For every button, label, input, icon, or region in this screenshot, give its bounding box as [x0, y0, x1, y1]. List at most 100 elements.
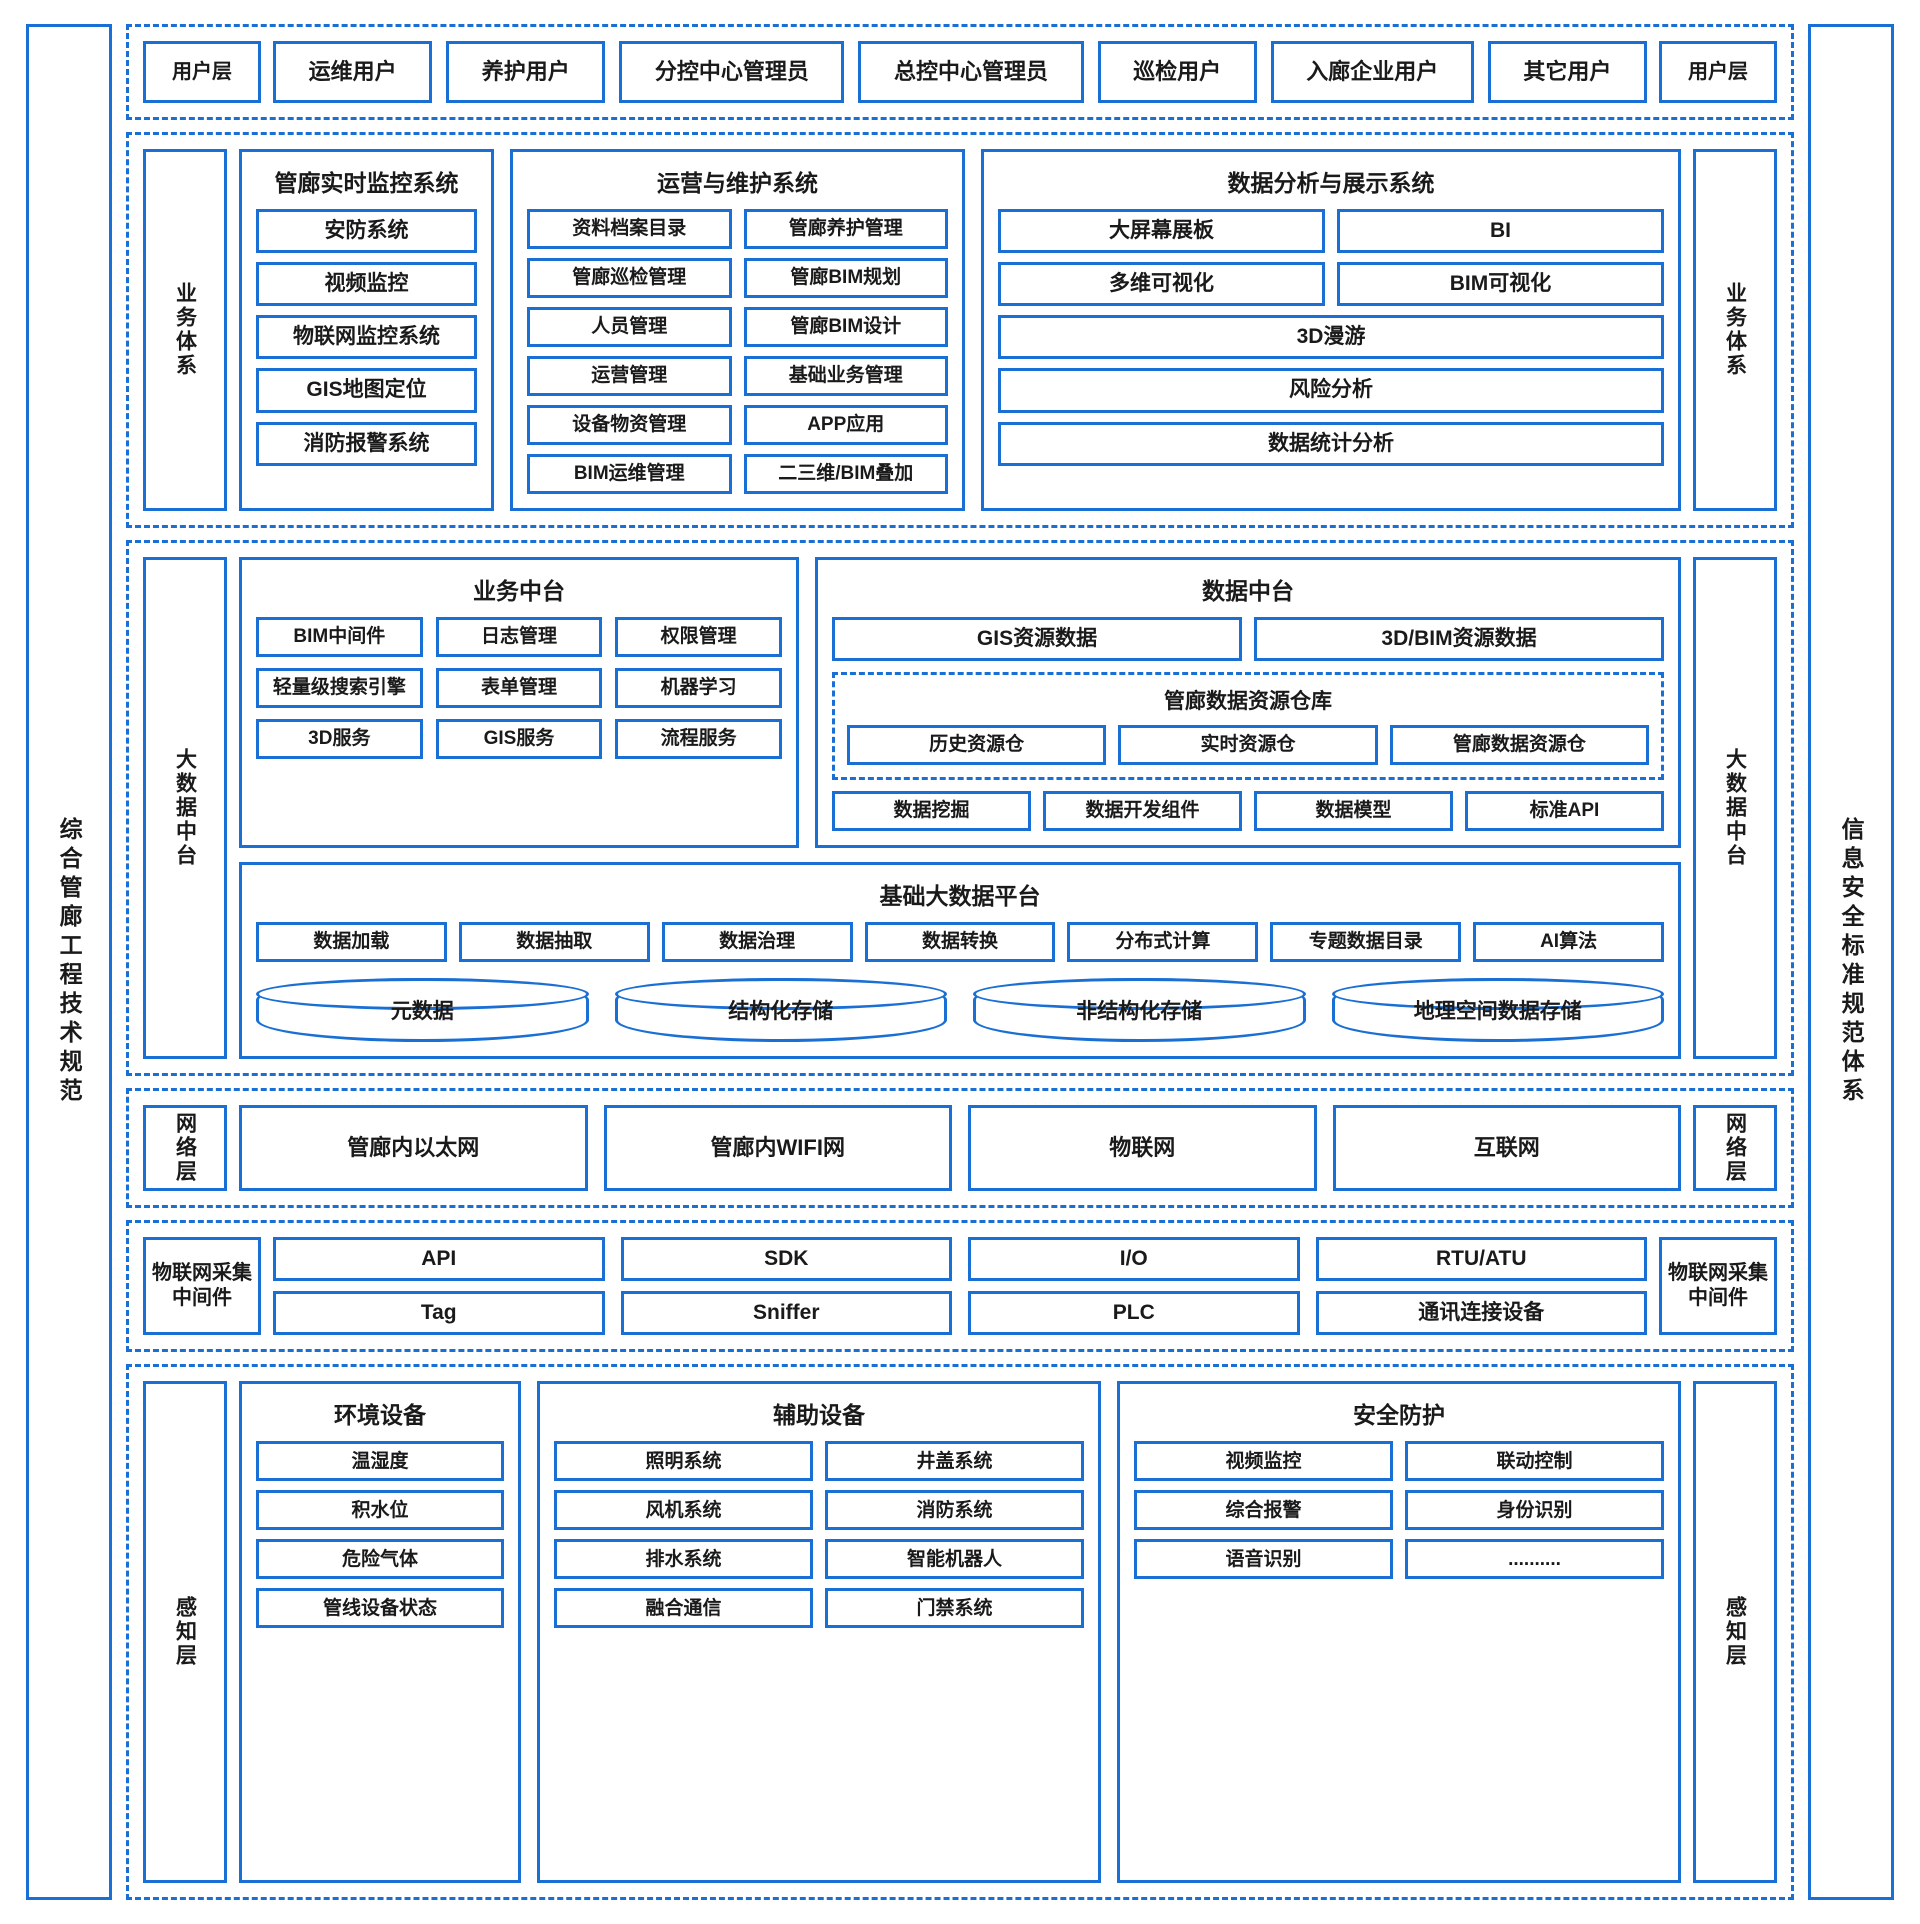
chip-rtu-atu[interactable]: RTU/ATU [1315, 1237, 1647, 1282]
chip-bim-middleware[interactable]: BIM中间件 [256, 617, 423, 657]
chip-sniffer[interactable]: Sniffer [620, 1291, 952, 1336]
user-item-maintenance[interactable]: 养护用户 [446, 41, 606, 103]
cylinder-metadata-label: 元数据 [390, 1000, 454, 1024]
chip-basic-business-mgmt[interactable]: 基础业务管理 [743, 356, 948, 396]
chip-integrated-alarm[interactable]: 综合报警 [1134, 1490, 1393, 1531]
chip-tag[interactable]: Tag [273, 1291, 605, 1336]
user-item-inspection[interactable]: 巡检用户 [1097, 41, 1257, 103]
cylinder-geospatial-storage[interactable]: 地理空间数据存储 [1331, 978, 1664, 1043]
chip-machine-learning[interactable]: 机器学习 [615, 668, 782, 708]
chip-equipment-material-mgmt[interactable]: 设备物资管理 [527, 405, 732, 445]
chip-data-loading[interactable]: 数据加载 [256, 922, 447, 963]
chip-gis-service[interactable]: GIS服务 [435, 719, 603, 759]
chip-drainage-system[interactable]: 排水系统 [554, 1539, 813, 1580]
chip-comm-connect-device[interactable]: 通讯连接设备 [1315, 1291, 1647, 1336]
chip-data-dev-components[interactable]: 数据开发组件 [1043, 791, 1242, 832]
chip-statistical-analysis[interactable]: 数据统计分析 [998, 421, 1664, 466]
chip-multidim-visualization[interactable]: 多维可视化 [998, 262, 1325, 307]
user-item-enterprise[interactable]: 入廊企业用户 [1270, 41, 1474, 103]
chip-data-mining[interactable]: 数据挖掘 [832, 791, 1031, 832]
chip-iot-monitoring[interactable]: 物联网监控系统 [256, 315, 477, 360]
chip-process-service[interactable]: 流程服务 [615, 719, 782, 759]
chip-log-mgmt[interactable]: 日志管理 [435, 617, 603, 657]
chip-access-control-system[interactable]: 门禁系统 [825, 1588, 1084, 1629]
panel-data-analysis-grid: 大屏幕展板 BI 多维可视化 BIM可视化 [998, 209, 1664, 307]
chip-historical-repository[interactable]: 历史资源仓 [847, 725, 1107, 766]
chip-corridor-inspection-mgmt[interactable]: 管廊巡检管理 [527, 258, 732, 298]
chip-risk-analysis[interactable]: 风险分析 [998, 368, 1664, 413]
perception-layer-body: 环境设备 温湿度 积水位 危险气体 管线设备状态 辅助设备 照明系统 井盖系统 … [239, 1381, 1681, 1883]
chip-security-system[interactable]: 安防系统 [256, 209, 477, 254]
chip-app-application[interactable]: APP应用 [743, 405, 948, 445]
chip-thematic-data-catalog[interactable]: 专题数据目录 [1270, 922, 1462, 963]
chip-distributed-computing[interactable]: 分布式计算 [1067, 922, 1259, 963]
chip-corridor-bim-design[interactable]: 管廊BIM设计 [743, 307, 948, 347]
panel-data-middle-platform: 数据中台 GIS资源数据 3D/BIM资源数据 管廊数据资源仓库 历史资源仓 实… [815, 557, 1681, 849]
chip-corridor-maintenance-mgmt[interactable]: 管廊养护管理 [743, 209, 948, 249]
chip-sdk[interactable]: SDK [620, 1237, 952, 1282]
chip-data-model[interactable]: 数据模型 [1254, 791, 1453, 832]
chip-ellipsis[interactable]: .......... [1405, 1539, 1664, 1580]
chip-bim-ops-mgmt[interactable]: BIM运维管理 [527, 454, 732, 494]
chip-data-governance[interactable]: 数据治理 [661, 922, 853, 963]
chip-voice-recognition[interactable]: 语音识别 [1134, 1539, 1393, 1580]
chip-ai-algorithm[interactable]: AI算法 [1473, 922, 1664, 963]
chip-lighting-system[interactable]: 照明系统 [554, 1441, 813, 1482]
chip-bi[interactable]: BI [1337, 209, 1664, 254]
cylinder-unstructured-storage[interactable]: 非结构化存储 [973, 978, 1306, 1043]
user-item-main-control-admin[interactable]: 总控中心管理员 [858, 41, 1084, 103]
user-item-sub-control-admin[interactable]: 分控中心管理员 [619, 41, 845, 103]
chip-form-mgmt[interactable]: 表单管理 [435, 668, 603, 708]
chip-fan-system[interactable]: 风机系统 [554, 1490, 813, 1531]
chip-intelligent-robot[interactable]: 智能机器人 [825, 1539, 1084, 1580]
chip-pipeline-equipment-status[interactable]: 管线设备状态 [256, 1588, 504, 1629]
chip-corridor-data-repository[interactable]: 管廊数据资源仓 [1389, 725, 1649, 766]
chip-manhole-cover-system[interactable]: 井盖系统 [825, 1441, 1084, 1482]
cylinder-structured-storage[interactable]: 结构化存储 [614, 978, 947, 1043]
chip-corridor-ethernet[interactable]: 管廊内以太网 [239, 1105, 588, 1192]
chip-bim-visualization[interactable]: BIM可视化 [1337, 262, 1664, 307]
perception-layer-cap-left-label: 感知层 [173, 1596, 197, 1669]
left-rail-standard: 综合管廊工程技术规范 [26, 24, 112, 1900]
panel-environment-equipment-items: 温湿度 积水位 危险气体 管线设备状态 [256, 1441, 504, 1629]
chip-archive-catalog[interactable]: 资料档案目录 [527, 209, 732, 249]
chip-safety-video-surveillance[interactable]: 视频监控 [1134, 1441, 1393, 1482]
chip-permission-mgmt[interactable]: 权限管理 [615, 617, 782, 657]
chip-lightweight-search-engine[interactable]: 轻量级搜索引擎 [256, 668, 423, 708]
chip-realtime-repository[interactable]: 实时资源仓 [1118, 725, 1378, 766]
chip-corridor-bim-planning[interactable]: 管廊BIM规划 [743, 258, 948, 298]
chip-plc[interactable]: PLC [968, 1291, 1300, 1336]
chip-fire-system[interactable]: 消防系统 [825, 1490, 1084, 1531]
chip-io[interactable]: I/O [968, 1237, 1300, 1282]
chip-data-transformation[interactable]: 数据转换 [864, 922, 1056, 963]
chip-api[interactable]: API [273, 1237, 605, 1282]
chip-identity-recognition[interactable]: 身份识别 [1405, 1490, 1664, 1531]
chip-3d-bim-resource-data[interactable]: 3D/BIM资源数据 [1254, 617, 1664, 662]
chip-iot-network[interactable]: 物联网 [968, 1105, 1317, 1192]
cylinder-metadata[interactable]: 元数据 [256, 978, 589, 1043]
chip-gis-resource-data[interactable]: GIS资源数据 [832, 617, 1242, 662]
iot-middleware-band: 物联网采集中间件 API SDK I/O RTU/ATU Tag Sniffer… [126, 1220, 1794, 1353]
chip-large-screen-board[interactable]: 大屏幕展板 [998, 209, 1325, 254]
chip-standard-api[interactable]: 标准API [1465, 791, 1664, 832]
chip-fire-alarm-system[interactable]: 消防报警系统 [256, 421, 477, 466]
chip-corridor-wifi[interactable]: 管廊内WIFI网 [603, 1105, 952, 1192]
chip-internet[interactable]: 互联网 [1332, 1105, 1681, 1192]
user-item-other[interactable]: 其它用户 [1487, 41, 1647, 103]
network-layer-items: 管廊内以太网 管廊内WIFI网 物联网 互联网 [239, 1105, 1681, 1192]
user-item-operations[interactable]: 运维用户 [273, 41, 433, 103]
storage-cylinders: 元数据 结构化存储 非结构化存储 地理空间数据存储 [256, 978, 1664, 1043]
chip-gis-map-location[interactable]: GIS地图定位 [256, 368, 477, 413]
chip-hazardous-gas[interactable]: 危险气体 [256, 1539, 504, 1580]
chip-converged-communication[interactable]: 融合通信 [554, 1588, 813, 1629]
chip-data-extraction[interactable]: 数据抽取 [458, 922, 650, 963]
chip-personnel-mgmt[interactable]: 人员管理 [527, 307, 732, 347]
chip-linkage-control[interactable]: 联动控制 [1405, 1441, 1664, 1482]
chip-3d-roaming[interactable]: 3D漫游 [998, 315, 1664, 360]
chip-temp-humidity[interactable]: 温湿度 [256, 1441, 504, 1482]
chip-video-surveillance[interactable]: 视频监控 [256, 262, 477, 307]
chip-3d-service[interactable]: 3D服务 [256, 719, 423, 759]
chip-2d3d-bim-overlay[interactable]: 二三维/BIM叠加 [743, 454, 948, 494]
chip-water-level[interactable]: 积水位 [256, 1490, 504, 1531]
chip-operations-mgmt[interactable]: 运营管理 [527, 356, 732, 396]
